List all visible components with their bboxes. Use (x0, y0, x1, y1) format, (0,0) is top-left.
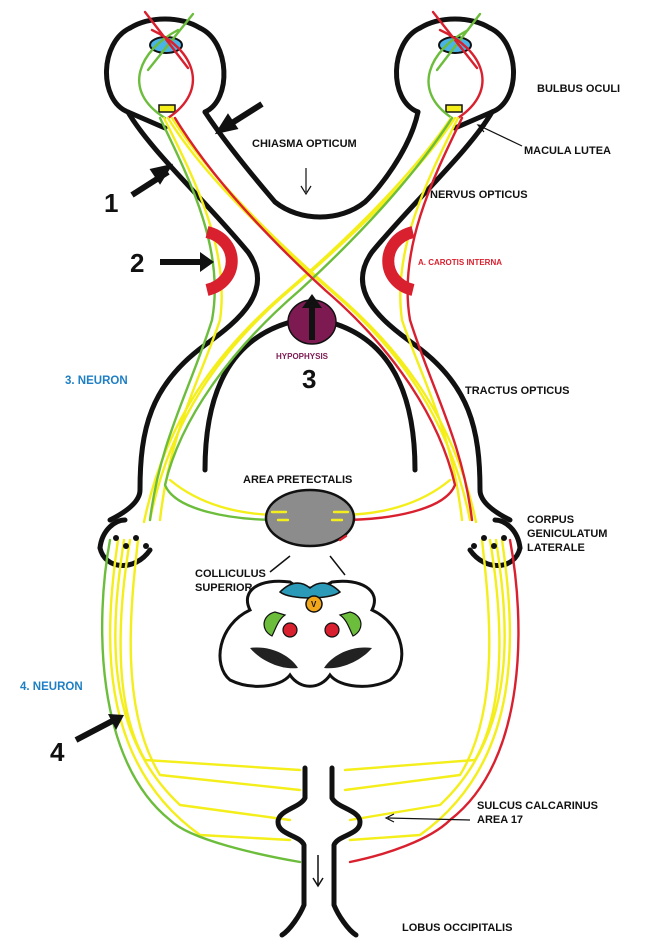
label-hypophysis: HYPOPHYSIS (276, 352, 329, 361)
label-lobus-occipitalis: LOBUS OCCIPITALIS (402, 922, 512, 934)
marker-2: 2 (130, 248, 144, 278)
marker-3: 3 (302, 364, 316, 394)
label-nucleus-v: V (311, 600, 317, 609)
left-macula (159, 105, 175, 112)
area-pretectalis (266, 490, 354, 546)
label-carotis-interna: A. CAROTIS INTERNA (418, 258, 502, 267)
label-colliculus-2: SUPERIOR (195, 582, 253, 594)
label-neuron-4: 4. NEURON (20, 681, 83, 693)
label-neuron-3: 3. NEURON (65, 375, 128, 387)
marker-4: 4 (50, 737, 65, 767)
label-colliculus-1: COLLICULUS (195, 568, 266, 580)
label-corpus-1: CORPUS (527, 514, 574, 526)
right-macula (446, 105, 462, 112)
label-macula-lutea: MACULA LUTEA (524, 145, 611, 157)
label-chiasma-opticum: CHIASMA OPTICUM (252, 138, 357, 150)
label-nervus-opticus: NERVUS OPTICUS (430, 189, 528, 201)
right-eye (396, 12, 513, 128)
label-sulcus-2: AREA 17 (477, 814, 523, 826)
marker-1: 1 (104, 188, 118, 218)
label-corpus-2: GENICULATUM (527, 528, 607, 540)
midbrain-cross-section (220, 581, 402, 686)
label-corpus-3: LATERALE (527, 542, 585, 554)
label-tractus-opticus: TRACTUS OPTICUS (465, 385, 570, 397)
label-sulcus-1: SULCUS CALCARINUS (477, 800, 598, 812)
occipital-cortex (278, 768, 360, 935)
label-bulbus-oculi: BULBUS OCULI (537, 83, 620, 95)
label-area-pretectalis: AREA PRETECTALIS (243, 474, 352, 486)
